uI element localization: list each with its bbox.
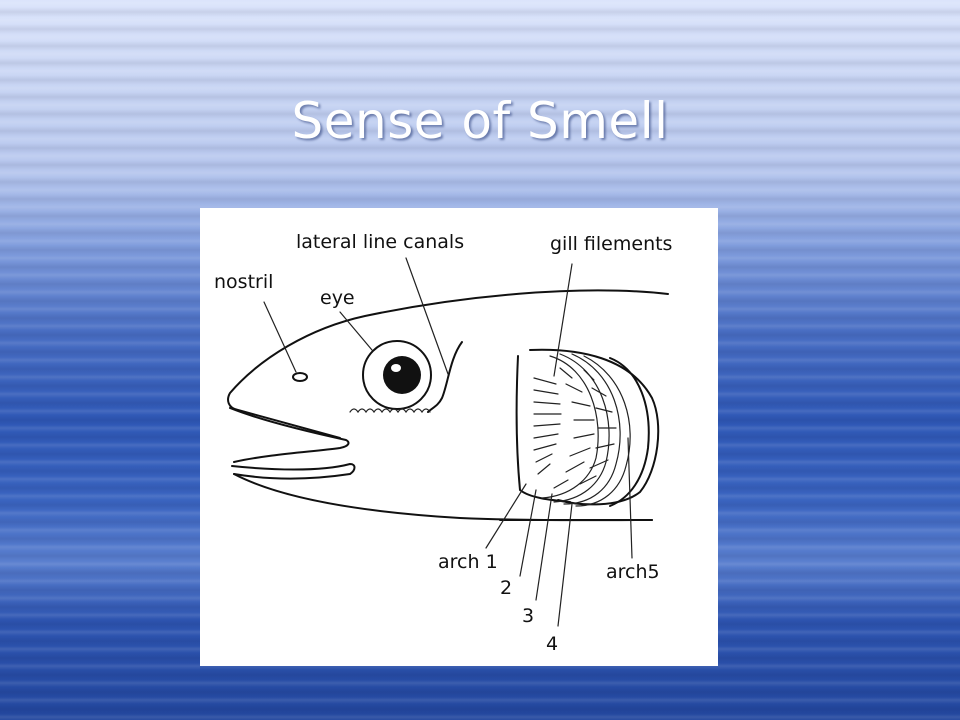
diagram-drawing: lateral line canals gill filements nostr… xyxy=(214,231,672,655)
label-arch-1: arch 1 xyxy=(438,551,498,573)
lower-jaw xyxy=(231,463,356,480)
lateral-line-canal xyxy=(427,341,463,413)
fish-head-diagram: lateral line canals gill filements nostr… xyxy=(200,208,718,666)
gill-arch-1 xyxy=(541,355,599,499)
label-arch-4: 4 xyxy=(546,633,558,655)
leader-arch3 xyxy=(535,493,553,601)
leader-gill-filaments xyxy=(553,263,573,377)
label-arch-3: 3 xyxy=(522,605,534,627)
eye-pupil xyxy=(383,356,421,394)
eye-highlight xyxy=(391,364,401,372)
fish-belly-outline xyxy=(233,473,653,522)
label-eye: eye xyxy=(320,287,355,309)
leader-eye xyxy=(339,311,373,351)
label-arch-2: 2 xyxy=(500,577,512,599)
leader-arch4 xyxy=(557,503,573,627)
leader-nostril xyxy=(263,301,297,373)
label-nostril: nostril xyxy=(214,271,273,293)
label-gill-filaments: gill filements xyxy=(550,233,672,255)
slide-title: Sense of Smell xyxy=(291,92,669,150)
gill-cover-edge xyxy=(515,355,571,503)
fish-back-outline xyxy=(227,289,669,439)
leader-arch1 xyxy=(485,483,527,549)
nostril-mark xyxy=(292,372,308,382)
gill-arch-4 xyxy=(575,355,631,507)
leader-lateral-line xyxy=(405,257,449,375)
label-arch-5: arch5 xyxy=(606,561,660,583)
gill-arch-5-outline xyxy=(609,357,650,507)
leader-arch5 xyxy=(627,437,633,559)
label-lateral-line-canals: lateral line canals xyxy=(296,231,464,253)
eye-outline xyxy=(362,340,432,410)
gill-arch-outer xyxy=(529,348,660,506)
leader-arch2 xyxy=(519,489,537,577)
gill-arch-3 xyxy=(563,353,621,505)
upper-jaw xyxy=(229,407,350,463)
jaw-pores xyxy=(349,408,431,414)
gill-filaments-hatching xyxy=(533,367,617,489)
